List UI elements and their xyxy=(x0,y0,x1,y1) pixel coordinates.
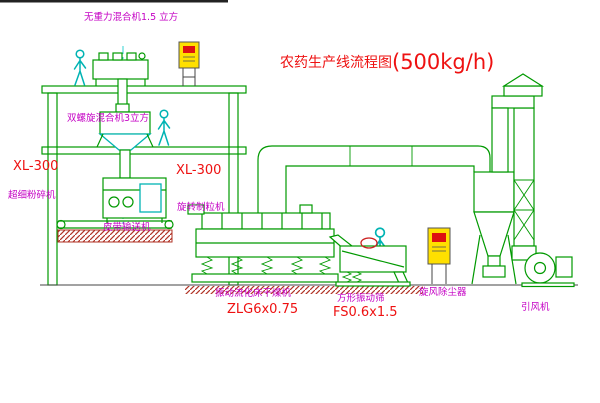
control-cabinet-top xyxy=(178,41,200,86)
label-sieve-model: FS0.6x1.5 xyxy=(333,305,398,320)
label-pulverizer: 超细粉碎机 xyxy=(8,189,56,201)
label-dryer-model: ZLG6x0.75 xyxy=(227,302,298,317)
person-figure-top-floor xyxy=(73,49,87,86)
foundation-hatch xyxy=(57,229,173,243)
fluid-bed-dryer xyxy=(187,204,339,283)
gravity-mixer xyxy=(92,52,149,113)
ground-line xyxy=(40,284,578,294)
induced-draft-fan xyxy=(511,245,575,288)
control-cabinet-ground xyxy=(427,227,451,284)
label-cyclone: 旋风除尘器 xyxy=(419,286,467,298)
page-title: 农药生产线流程图 xyxy=(280,55,392,71)
top-border-line xyxy=(0,0,228,3)
belt-conveyor xyxy=(56,219,174,230)
granulator xyxy=(102,177,167,223)
label-screw-mixer: 双螺旋混合机3立方 xyxy=(67,112,149,124)
label-pulverizer-model: XL-300 xyxy=(13,159,58,174)
page-title-capacity: (500kg/h) xyxy=(392,50,494,74)
label-sieve: 方形振动筛 xyxy=(337,292,385,304)
label-granulator: 旋转制粒机 xyxy=(177,201,225,213)
vibrating-sieve xyxy=(328,234,411,287)
cyclone-separator xyxy=(471,171,517,285)
label-gravity-mixer: 无重力混合机1.5 立方 xyxy=(84,11,178,23)
label-belt-conveyor: 皮带输送机 xyxy=(103,221,151,233)
label-granulator-model: XL-300 xyxy=(176,163,221,178)
label-dryer: 振动流化床干燥机 xyxy=(215,287,292,299)
person-figure-second-floor xyxy=(157,109,171,146)
label-fan: 引风机 xyxy=(521,301,550,313)
exhaust-duct xyxy=(257,145,491,213)
exhaust-stack xyxy=(491,73,545,247)
